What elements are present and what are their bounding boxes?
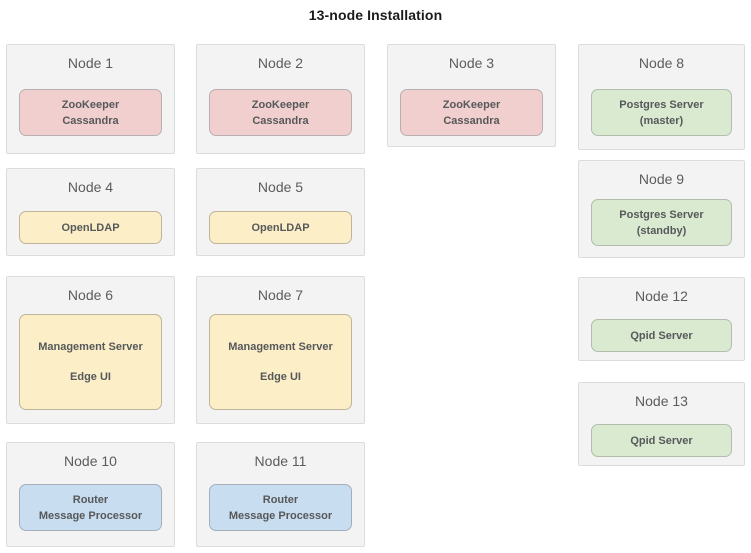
node-label: Node 4	[67, 179, 114, 195]
service-box[interactable]: Qpid Server	[591, 424, 732, 457]
service-label: Cassandra	[62, 114, 119, 127]
service-label: ZooKeeper	[251, 98, 310, 111]
node-card-9[interactable]: Node 9 Postgres Server (standby)	[578, 160, 745, 258]
service-label: Message Processor	[228, 509, 333, 522]
node-label: Node 6	[67, 287, 114, 303]
service-label: Postgres Server	[619, 98, 704, 111]
service-label: Management Server	[38, 341, 143, 353]
service-label: Router	[72, 493, 109, 506]
service-label: Router	[262, 493, 299, 506]
service-label: Qpid Server	[630, 329, 693, 342]
node-card-13[interactable]: Node 13 Qpid Server	[578, 382, 745, 466]
node-label: Node 3	[448, 55, 495, 71]
service-label: ZooKeeper	[61, 98, 120, 111]
service-box[interactable]: Qpid Server	[591, 319, 732, 352]
service-label: OpenLDAP	[251, 221, 310, 234]
service-label: OpenLDAP	[61, 221, 120, 234]
page-title: 13-node Installation	[308, 7, 443, 23]
node-label: Node 7	[257, 287, 304, 303]
node-label: Node 9	[638, 171, 685, 187]
node-label: Node 1	[67, 55, 114, 71]
node-label: Node 10	[64, 453, 117, 469]
service-box[interactable]: Postgres Server (master)	[591, 89, 732, 136]
service-label: (master)	[639, 114, 684, 127]
service-label: Message Processor	[38, 509, 143, 522]
node-label: Node 13	[635, 393, 688, 409]
service-label: ZooKeeper	[442, 98, 501, 111]
node-card-8[interactable]: Node 8 Postgres Server (master)	[578, 44, 745, 150]
node-label: Node 8	[638, 55, 685, 71]
node-label: Node 11	[254, 453, 307, 469]
service-label: Postgres Server	[619, 208, 704, 221]
service-label: Cassandra	[252, 114, 309, 127]
service-label: (standby)	[636, 224, 687, 237]
service-box[interactable]: Postgres Server (standby)	[591, 199, 732, 246]
node-label: Node 5	[257, 179, 304, 195]
service-label: Cassandra	[443, 114, 500, 127]
node-label: Node 12	[635, 288, 688, 304]
node-label: Node 2	[257, 55, 304, 71]
service-box[interactable]: OpenLDAP	[209, 211, 352, 244]
service-label: Qpid Server	[630, 434, 693, 447]
service-label: Management Server	[228, 341, 333, 353]
node-card-12[interactable]: Node 12 Qpid Server	[578, 277, 745, 361]
node-card-4[interactable]: Node 4 OpenLDAP	[6, 168, 175, 256]
service-label: Edge UI	[70, 371, 111, 383]
service-box[interactable]: OpenLDAP	[19, 211, 162, 244]
service-label: Edge UI	[260, 371, 301, 383]
node-card-5[interactable]: Node 5 OpenLDAP	[196, 168, 365, 256]
